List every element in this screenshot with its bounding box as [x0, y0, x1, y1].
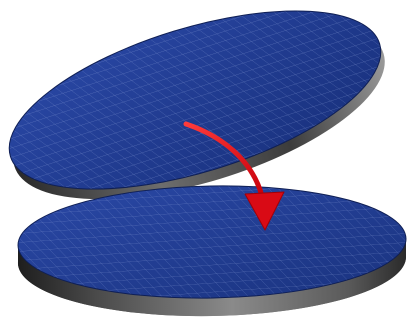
diagram-stage — [0, 0, 408, 328]
wafer-diagram — [0, 0, 408, 328]
